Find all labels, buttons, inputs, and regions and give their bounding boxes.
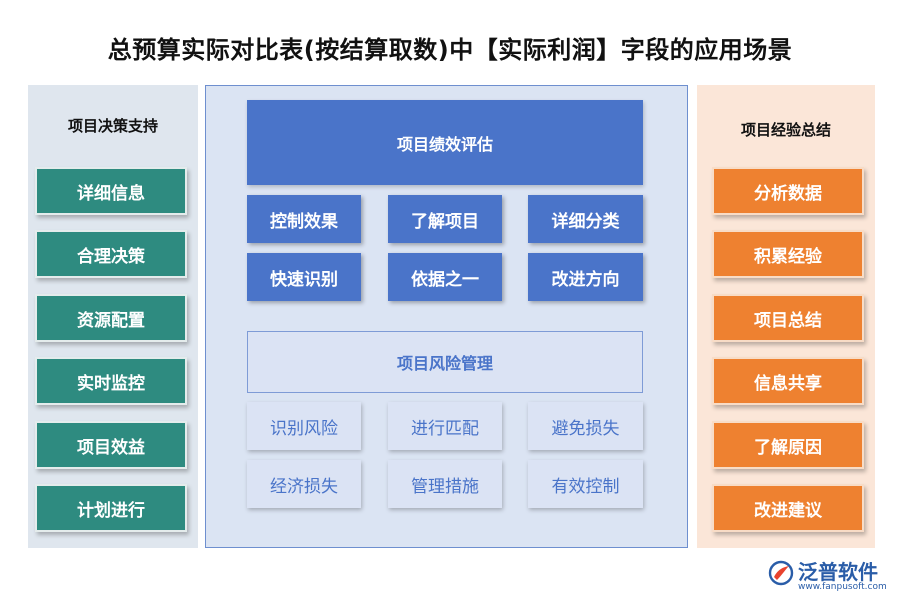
risk-item: 经济损失 bbox=[247, 460, 361, 508]
performance-item: 了解项目 bbox=[388, 195, 502, 243]
performance-evaluation-header: 项目绩效评估 bbox=[247, 100, 643, 185]
risk-item: 避免损失 bbox=[528, 402, 643, 450]
performance-item: 详细分类 bbox=[528, 195, 643, 243]
experience-item: 了解原因 bbox=[712, 421, 864, 469]
experience-item: 积累经验 bbox=[712, 230, 864, 278]
risk-item: 识别风险 bbox=[247, 402, 361, 450]
performance-item: 快速识别 bbox=[247, 253, 361, 301]
decision-item: 合理决策 bbox=[35, 230, 187, 278]
decision-item: 计划进行 bbox=[35, 484, 187, 532]
decision-item: 实时监控 bbox=[35, 357, 187, 405]
decision-support-panel: 项目决策支持 详细信息 合理决策 资源配置 实时监控 项目效益 计划进行 bbox=[28, 85, 198, 548]
performance-item: 改进方向 bbox=[528, 253, 643, 301]
experience-item: 项目总结 bbox=[712, 294, 864, 342]
risk-item: 有效控制 bbox=[528, 460, 643, 508]
fanpu-logo-icon bbox=[768, 560, 794, 586]
performance-item: 控制效果 bbox=[247, 195, 361, 243]
experience-item: 改进建议 bbox=[712, 484, 864, 532]
logo-name: 泛普软件 bbox=[798, 560, 878, 584]
experience-summary-title: 项目经验总结 bbox=[740, 121, 831, 139]
logo-url: www.fanpusoft.com bbox=[798, 582, 887, 592]
experience-item: 信息共享 bbox=[712, 357, 864, 405]
risk-item: 进行匹配 bbox=[388, 402, 502, 450]
performance-item: 依据之一 bbox=[388, 253, 502, 301]
risk-item: 管理措施 bbox=[388, 460, 502, 508]
performance-risk-panel: 项目绩效评估 控制效果 了解项目 详细分类 快速识别 依据之一 改进方向 项目风… bbox=[205, 85, 688, 548]
risk-management-header: 项目风险管理 bbox=[247, 331, 643, 393]
experience-item: 分析数据 bbox=[712, 167, 864, 215]
page-title: 总预算实际对比表(按结算取数)中【实际利润】字段的应用场景 bbox=[107, 36, 793, 64]
fanpu-logo: 泛普软件 www.fanpusoft.com bbox=[768, 556, 892, 596]
decision-item: 项目效益 bbox=[35, 421, 187, 469]
decision-item: 详细信息 bbox=[35, 167, 187, 215]
experience-summary-panel: 项目经验总结 分析数据 积累经验 项目总结 信息共享 了解原因 改进建议 bbox=[697, 85, 875, 548]
decision-item: 资源配置 bbox=[35, 294, 187, 342]
decision-support-title: 项目决策支持 bbox=[67, 117, 158, 135]
